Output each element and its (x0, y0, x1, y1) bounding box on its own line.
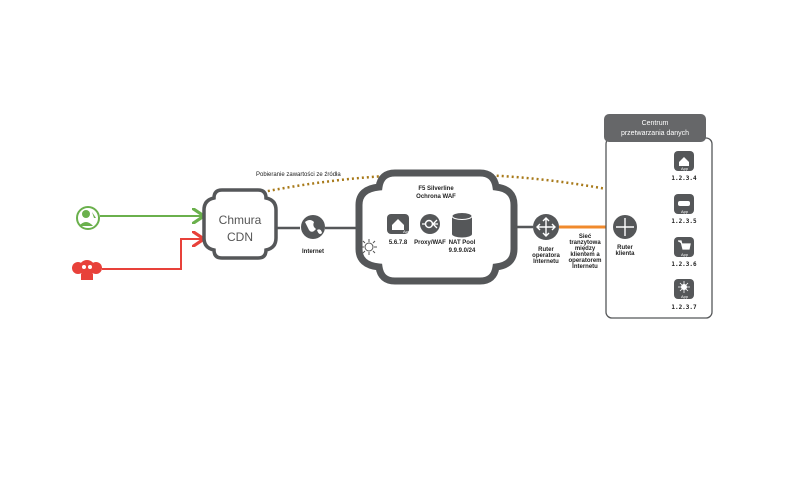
cdn-cloud: Chmura CDN (202, 188, 278, 260)
svg-text:F5 Silverline: F5 Silverline (418, 186, 454, 192)
client-router-icon (613, 215, 637, 239)
app-cart-icon: App (674, 237, 694, 257)
svg-text:App: App (403, 229, 411, 234)
internet-globe-icon (301, 215, 325, 239)
svg-text:App: App (681, 166, 689, 171)
svg-text:Ochrona WAF: Ochrona WAF (416, 194, 456, 200)
fetch-label: Pobieranie zawartości ze źródła (256, 172, 341, 178)
svg-text:9.9.9.0/24: 9.9.9.0/24 (449, 248, 476, 254)
app-car-icon: App (674, 194, 694, 214)
datacenter-header (604, 114, 706, 142)
internet-label: Internet (302, 249, 324, 255)
svg-text:Centrum: Centrum (642, 120, 669, 127)
sun-gear-icon (361, 239, 377, 255)
silverline-waf-cloud: F5 Silverline Ochrona WAF App 5.6.7.8 Pr… (355, 169, 518, 285)
waf-app-home-icon: App (387, 214, 411, 234)
svg-text:Chmura: Chmura (219, 213, 262, 227)
app-sun-icon: App (674, 279, 694, 299)
isp-router-icon (533, 214, 559, 240)
attack-traffic-arrow (102, 239, 204, 270)
app-home-icon: App (674, 151, 694, 171)
legit-user-icon (76, 206, 100, 230)
svg-text:5.6.7.8: 5.6.7.8 (389, 240, 408, 246)
svg-text:1.2.3.6: 1.2.3.6 (671, 261, 697, 268)
svg-text:App: App (681, 294, 689, 299)
proxy-waf-icon (420, 214, 440, 234)
svg-text:NAT Pool: NAT Pool (449, 240, 476, 246)
svg-text:przetwarzania danych: przetwarzania danych (621, 130, 689, 137)
svg-text:Proxy/WAF: Proxy/WAF (414, 240, 446, 246)
attacker-skulls-icon (72, 260, 102, 280)
svg-text:1.2.3.7: 1.2.3.7 (671, 304, 697, 311)
svg-text:1.2.3.5: 1.2.3.5 (671, 218, 697, 225)
svg-text:1.2.3.4: 1.2.3.4 (671, 175, 697, 182)
svg-text:App: App (681, 209, 689, 214)
svg-text:CDN: CDN (227, 230, 253, 244)
nat-pool-database-icon (451, 212, 473, 238)
svg-text:App: App (681, 252, 689, 257)
